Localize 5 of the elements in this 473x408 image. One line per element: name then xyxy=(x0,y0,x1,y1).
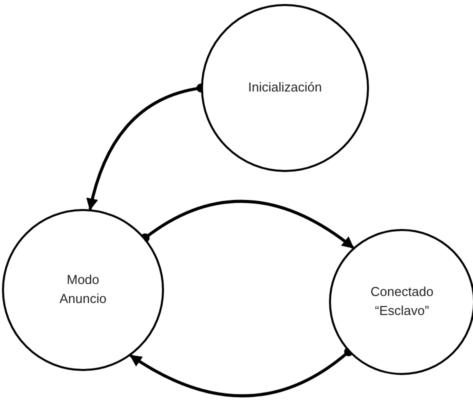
arrow xyxy=(140,200,354,249)
state-label: Modo Anuncio xyxy=(58,271,108,308)
state-label: Inicialización xyxy=(247,78,323,97)
state-label: Conectado “Esclavo” xyxy=(370,283,434,320)
arrow xyxy=(130,347,354,398)
